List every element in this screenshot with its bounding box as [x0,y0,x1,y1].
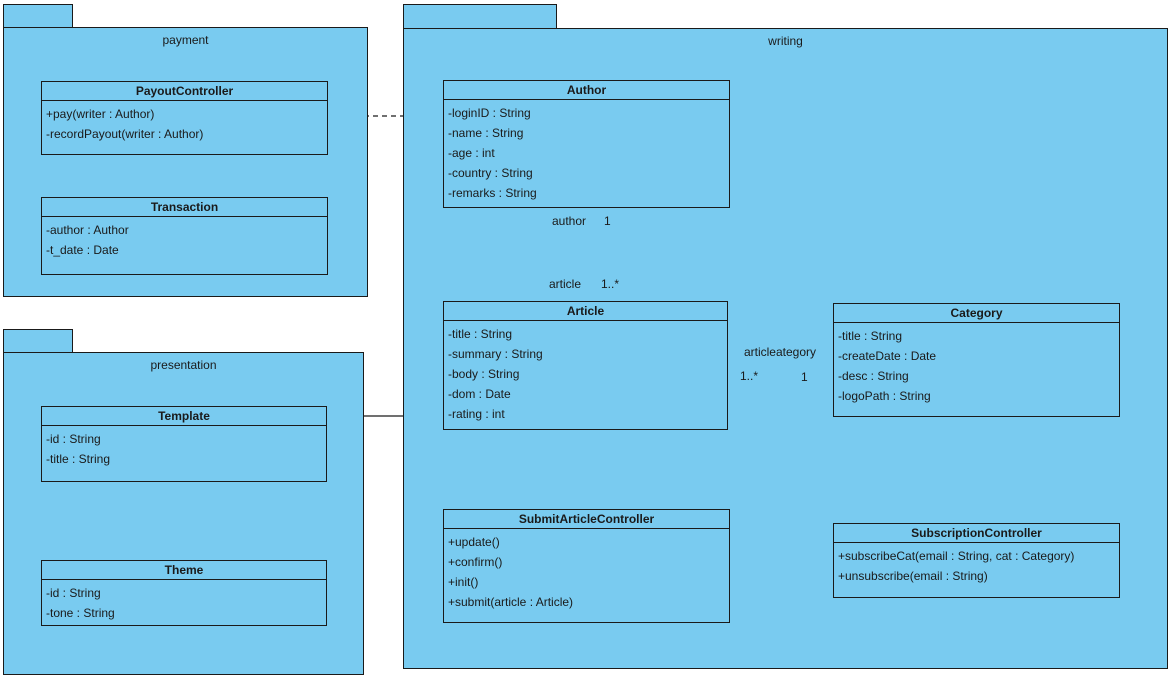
class-member: -loginID : String [448,106,531,120]
class-name: Theme [42,561,326,580]
class-member: -id : String [46,432,101,446]
package-name-presentation: presentation [150,358,217,372]
association-name-articlecategory: articleategory [743,345,817,359]
package-name-writing: writing [768,34,803,48]
class-member: -rating : int [448,407,505,421]
class-member: -country : String [448,166,533,180]
class-member: -author : Author [46,223,129,237]
class-category[interactable]: Category -title : String -createDate : D… [833,303,1120,417]
class-member: +submit(article : Article) [448,595,574,609]
class-theme[interactable]: Theme -id : String -tone : String [41,560,327,626]
class-member: +update() [448,535,500,549]
class-name: Category [834,304,1119,323]
class-member: -tone : String [46,606,115,620]
class-article[interactable]: Article -title : String -summary : Strin… [443,301,728,430]
class-member: -summary : String [448,347,543,361]
package-tab-payment[interactable] [3,4,73,27]
class-member: -name : String [448,126,524,140]
class-name: PayoutController [42,82,327,101]
class-submitarticlecontroller[interactable]: SubmitArticleController +update() +confi… [443,509,730,623]
class-member: -t_date : Date [46,243,119,257]
class-member: +confirm() [448,555,503,569]
class-member: -createDate : Date [838,349,937,363]
class-member: -id : String [46,586,101,600]
class-member: -age : int [448,146,495,160]
package-presentation[interactable]: presentation [3,352,364,675]
class-subscriptioncontroller[interactable]: SubscriptionController +subscribeCat(ema… [833,523,1120,598]
class-member: -remarks : String [448,186,537,200]
class-name: Template [42,407,326,426]
class-author[interactable]: Author -loginID : String -name : String … [443,80,730,208]
class-name: SubmitArticleController [444,510,729,529]
class-member: +init() [448,575,479,589]
role-label-article: article [548,277,581,291]
package-tab-writing[interactable] [403,4,557,28]
class-member: -dom : Date [448,387,511,401]
class-member: -title : String [448,327,513,341]
class-member: -body : String [448,367,520,381]
class-member: -recordPayout(writer : Author) [46,127,204,141]
class-template[interactable]: Template -id : String -title : String [41,406,327,482]
multiplicity-category-end: 1 [801,370,808,384]
class-payoutcontroller[interactable]: PayoutController +pay(writer : Author) -… [41,81,328,155]
class-name: Author [444,81,729,100]
class-name: SubscriptionController [834,524,1119,543]
class-member: -desc : String [838,369,909,383]
multiplicity-article-end: 1..* [740,369,759,383]
multiplicity-author: 1 [604,214,611,228]
role-label-author: author [551,214,586,228]
package-name-payment: payment [162,33,209,47]
class-member: +unsubscribe(email : String) [838,569,988,583]
class-member: -title : String [46,452,111,466]
class-member: -logoPath : String [838,389,931,403]
class-member: +pay(writer : Author) [46,107,155,121]
class-member: +subscribeCat(email : String, cat : Cate… [838,549,1075,563]
multiplicity-article: 1..* [601,277,620,291]
package-tab-presentation[interactable] [3,329,73,352]
class-name: Transaction [42,198,327,217]
class-member: -title : String [838,329,903,343]
class-name: Article [444,302,727,321]
class-transaction[interactable]: Transaction -author : Author -t_date : D… [41,197,328,275]
